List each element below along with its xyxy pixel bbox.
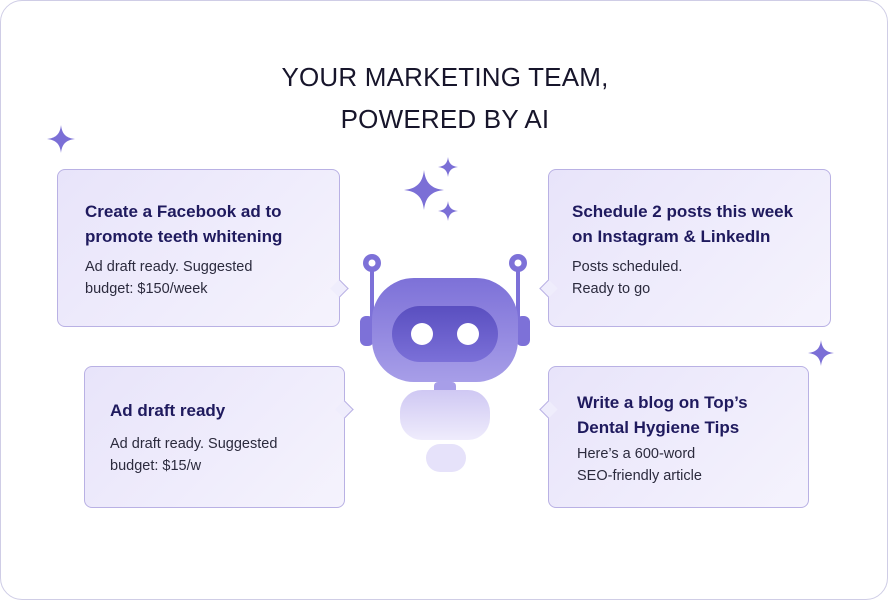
title-line-1: YOUR MARKETING TEAM, bbox=[281, 62, 609, 92]
card-body: Ad draft ready. Suggested budget: $150/w… bbox=[85, 256, 252, 300]
card-body: Posts scheduled. Ready to go bbox=[572, 256, 682, 300]
card-heading-line-1: Ad draft ready bbox=[110, 401, 226, 420]
card-heading-line-1: Write a blog on Top’s bbox=[577, 393, 748, 412]
card-heading: Write a blog on Top’s Dental Hygiene Tip… bbox=[577, 390, 748, 440]
card-heading-line-1: Schedule 2 posts this week bbox=[572, 202, 794, 221]
card-heading: Create a Facebook ad to promote teeth wh… bbox=[85, 199, 282, 249]
card-body: Ad draft ready. Suggested budget: $15/w bbox=[110, 433, 277, 477]
card-body-line-1: Ad draft ready. Suggested bbox=[85, 259, 253, 275]
sparkle-icon bbox=[808, 340, 834, 366]
robot-icon bbox=[360, 254, 530, 472]
card-heading-line-2: promote teeth whitening bbox=[85, 227, 283, 246]
card-heading-line-2: Dental Hygiene Tips bbox=[577, 418, 740, 437]
card-body-line-1: Posts scheduled. bbox=[572, 259, 683, 275]
sparkle-icon bbox=[404, 170, 444, 210]
sparkle-icon bbox=[438, 157, 458, 177]
task-card-ad-draft: Ad draft ready Ad draft ready. Suggested… bbox=[84, 366, 345, 508]
card-body: Here’s a 600-word SEO-friendly article bbox=[577, 443, 702, 487]
card-body-line-2: SEO-friendly article bbox=[577, 468, 702, 484]
task-card-blog: Write a blog on Top’s Dental Hygiene Tip… bbox=[548, 366, 809, 508]
card-heading-line-2: on Instagram & LinkedIn bbox=[572, 227, 771, 246]
title-line-2: POWERED BY AI bbox=[340, 104, 550, 134]
page-title: YOUR MARKETING TEAM, POWERED BY AI bbox=[0, 56, 890, 140]
sparkle-icon bbox=[47, 125, 75, 153]
card-heading: Ad draft ready bbox=[110, 398, 225, 423]
card-heading: Schedule 2 posts this week on Instagram … bbox=[572, 199, 793, 249]
card-body-line-1: Ad draft ready. Suggested bbox=[110, 436, 278, 452]
card-heading-line-1: Create a Facebook ad to bbox=[85, 202, 282, 221]
card-body-line-2: budget: $150/week bbox=[85, 281, 208, 297]
card-body-line-1: Here’s a 600-word bbox=[577, 446, 696, 462]
sparkle-icon bbox=[438, 201, 458, 221]
card-body-line-2: Ready to go bbox=[572, 281, 651, 297]
task-card-facebook-ad: Create a Facebook ad to promote teeth wh… bbox=[57, 169, 340, 327]
card-body-line-2: budget: $15/w bbox=[110, 458, 202, 474]
task-card-schedule-posts: Schedule 2 posts this week on Instagram … bbox=[548, 169, 831, 327]
